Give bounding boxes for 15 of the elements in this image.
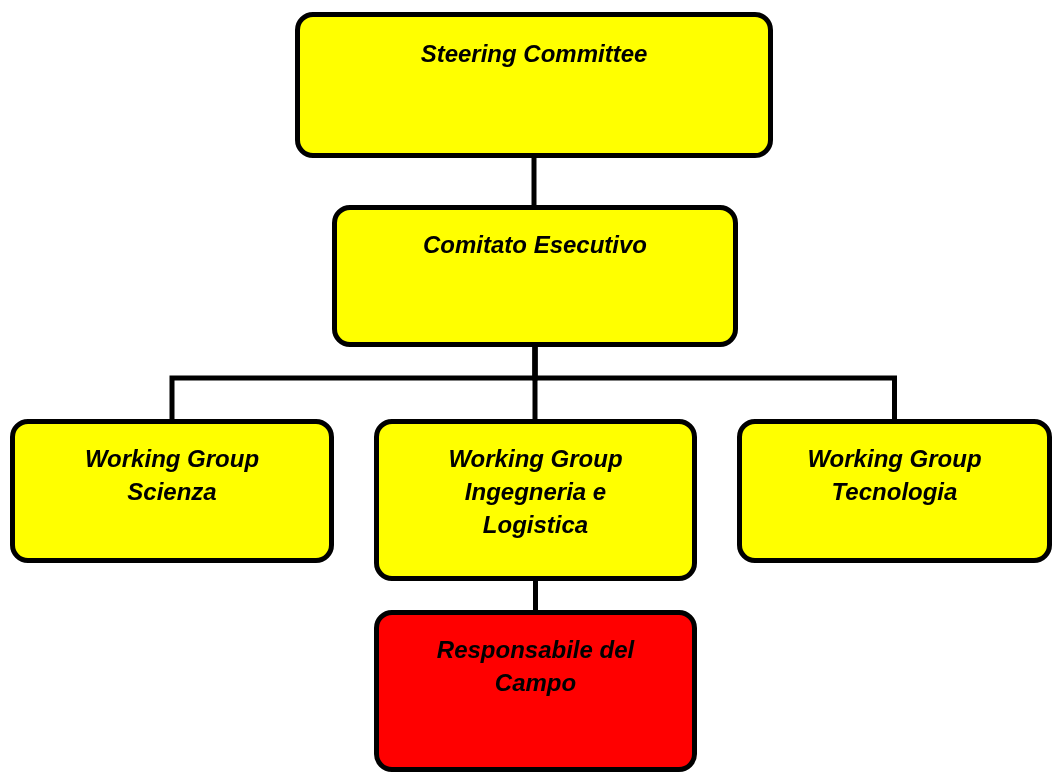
box-title: Working Group Scienza [83,444,261,507]
org-box [10,419,334,563]
org-box [737,419,1052,563]
box-title: Comitato Esecutivo [421,230,648,260]
org-box [332,205,738,347]
connector-line [533,579,538,612]
box-title: Steering Committee [419,39,649,69]
connector-line [532,345,897,421]
org-box [374,610,697,772]
box-title: Working Group Tecnologia [806,444,983,507]
org-box [295,12,773,158]
connector-line [531,156,537,207]
box-title: Working Group Ingegneria e Logistica [447,444,624,540]
box-title: Responsabile del Campo [435,635,636,698]
org-box [374,419,697,581]
